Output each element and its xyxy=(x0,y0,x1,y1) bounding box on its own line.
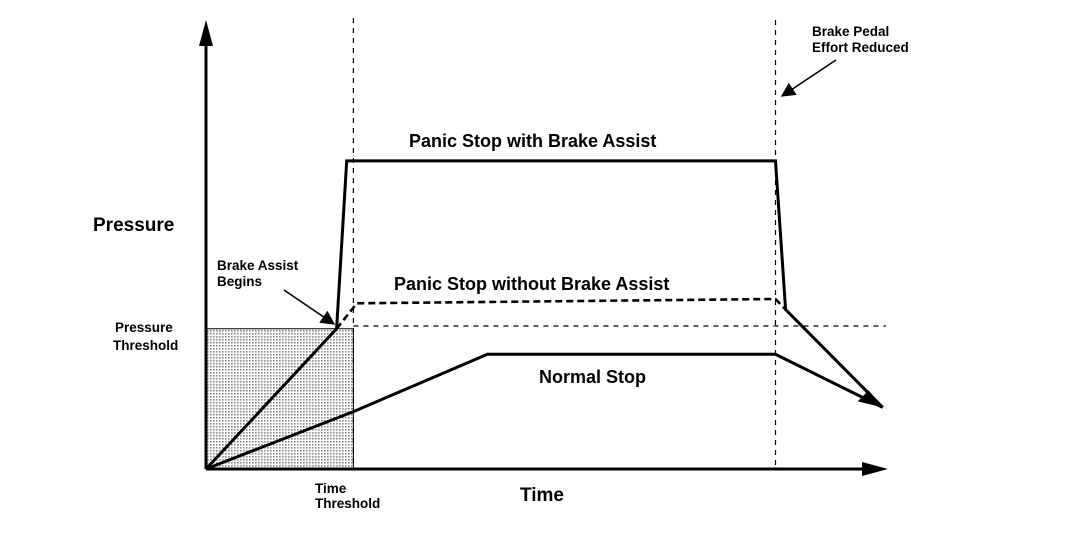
release-arrow-icon xyxy=(857,390,883,408)
y-axis-arrow-icon xyxy=(199,20,213,46)
pressure-threshold-label-1: Pressure xyxy=(115,320,173,335)
series-panic-stop-with-brake-assist xyxy=(204,159,884,471)
brake-assist-begins-label-1: Brake Assist xyxy=(217,258,299,273)
pedal-effort-reduced-arrow xyxy=(780,59,837,97)
brake-assist-begins-arrow xyxy=(283,289,336,325)
y-axis-label: Pressure xyxy=(93,215,174,236)
threshold-region xyxy=(205,328,354,470)
pedal-effort-label-1: Brake Pedal xyxy=(812,24,889,39)
brake-assist-begins-label-2: Begins xyxy=(217,274,262,289)
series-label-normal: Normal Stop xyxy=(539,367,646,387)
x-axis-arrow-icon xyxy=(862,462,888,476)
series-normal-stop xyxy=(205,352,884,471)
x-axis-label: Time xyxy=(520,485,564,506)
pedal-effort-label-2: Effort Reduced xyxy=(812,40,909,55)
time-threshold-label-2: Threshold xyxy=(315,496,380,511)
pressure-threshold-label-2: Threshold xyxy=(113,338,178,353)
series-panic-stop-without-brake-assist xyxy=(335,297,787,330)
series-label-with-assist: Panic Stop with Brake Assist xyxy=(409,131,656,151)
time-threshold-label-1: Time xyxy=(315,481,347,496)
series-label-without-assist: Panic Stop without Brake Assist xyxy=(394,274,669,294)
